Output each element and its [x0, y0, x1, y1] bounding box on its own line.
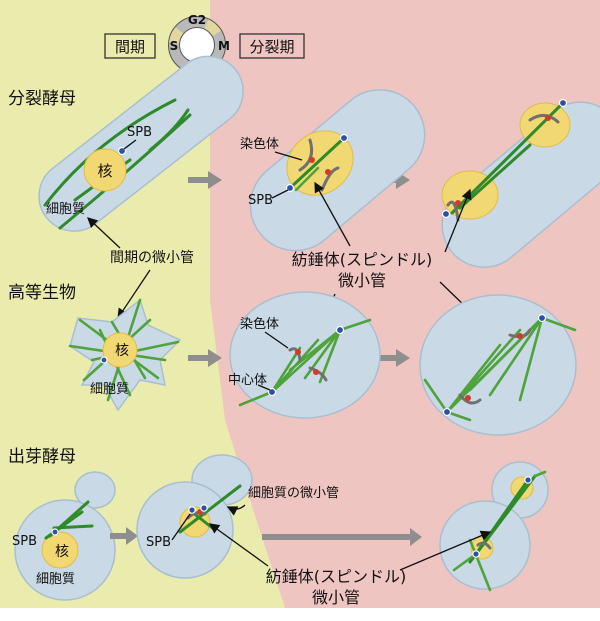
stage-arrow: [188, 171, 222, 189]
stage-arrow: [262, 528, 422, 546]
fission-interphase-cell: 核 SPB 細胞質: [38, 55, 244, 232]
cytoplasmic-mt-label: 細胞質の微小管: [248, 486, 339, 501]
legend-mitosis-label: 分裂期: [249, 38, 294, 56]
cytoplasm-label-1: 細胞質: [46, 202, 85, 217]
spb-dot: [117, 146, 127, 156]
spindle-label-2a: 紡錘体(スピンドル): [266, 567, 407, 586]
stage-arrow: [110, 527, 138, 545]
centrosome-label: 中心体: [228, 373, 267, 388]
spb-label-2: SPB: [248, 193, 273, 208]
stage-arrow: [188, 349, 222, 367]
chromosome-label-1: 染色体: [240, 136, 279, 152]
cytoplasm-label-3: 細胞質: [36, 572, 75, 587]
interphase-mt-label: 間期の微小管: [110, 250, 194, 266]
fission-nucleus: [83, 148, 127, 192]
nucleus-label-3: 核: [55, 544, 69, 560]
nucleus-label-1: 核: [97, 162, 112, 180]
legend-interphase: 間期: [104, 33, 156, 59]
row-title-budding-yeast: 出芽酵母: [8, 447, 76, 467]
fission-mitosis-cell-1: 染色体 SPB: [240, 89, 426, 252]
budding-mitosis-cell-1: SPB 細胞質の微小管: [136, 454, 339, 579]
cytoplasm-label-2: 細胞質: [90, 382, 129, 397]
spindle-label-1a: 紡錘体(スピンドル): [292, 250, 433, 269]
higher-interphase-cell: 核 細胞質: [68, 298, 182, 412]
row-title-higher-eukaryote: 高等生物: [8, 283, 76, 303]
legend-mitosis: 分裂期: [239, 33, 305, 59]
nucleus-label-2: 核: [115, 343, 129, 359]
budding-interphase-cell: 核 SPB 細胞質: [12, 471, 116, 601]
phase-s: S: [170, 39, 179, 53]
higher-anaphase-cell: [419, 294, 577, 436]
phase-g2: G2: [188, 13, 206, 27]
higher-metaphase-cell: 染色体 中心体: [228, 291, 381, 419]
phase-m: M: [218, 39, 230, 53]
spb-label-3: SPB: [12, 534, 37, 549]
spb-label-4: SPB: [146, 535, 171, 550]
stage-arrow: [376, 349, 410, 367]
budding-mitosis-cell-2: [439, 461, 549, 592]
row-title-fission-yeast: 分裂酵母: [8, 89, 76, 109]
spindle-label-1b: 微小管: [338, 271, 386, 290]
chromosome-label-2: 染色体: [240, 316, 279, 332]
spindle-label-2b: 微小管: [312, 588, 360, 607]
spb-label-1: SPB: [127, 125, 152, 140]
legend-interphase-label: 間期: [115, 38, 145, 56]
